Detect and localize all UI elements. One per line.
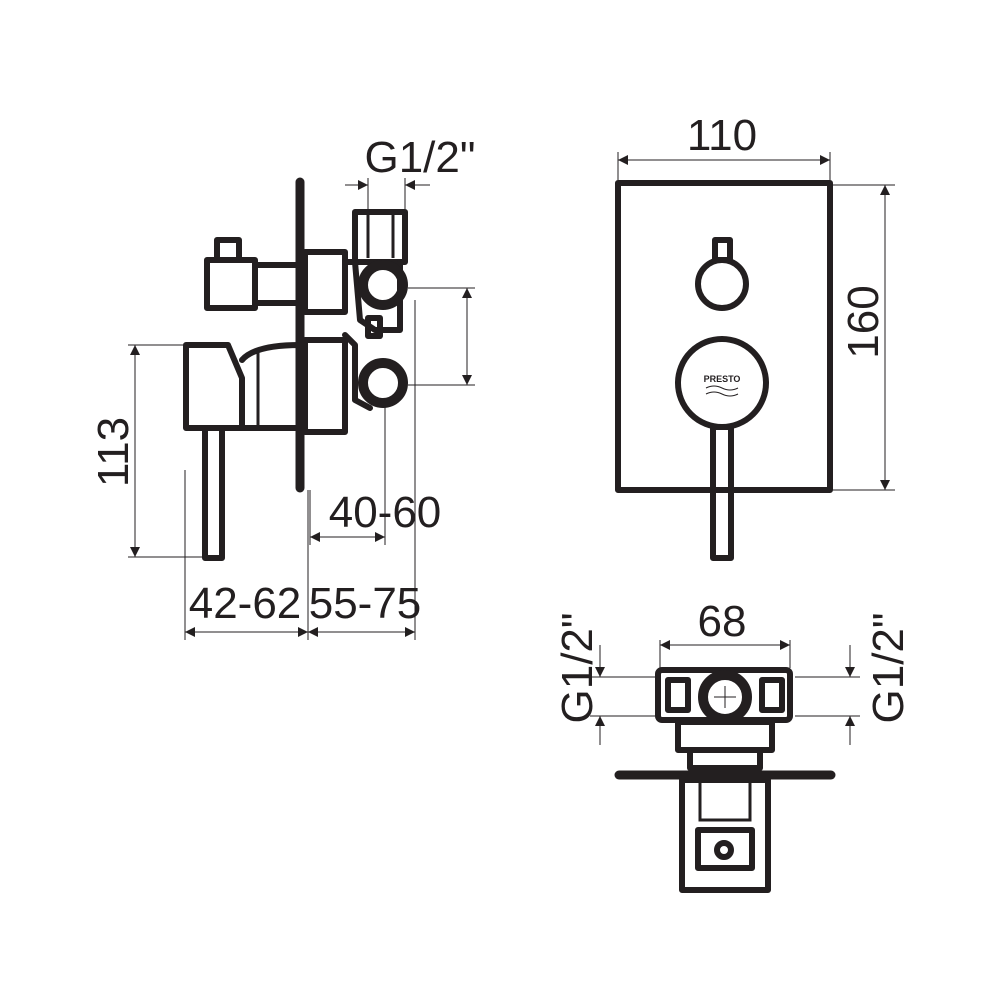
logo-waves: [705, 385, 739, 397]
height-label-113: 113: [89, 417, 138, 487]
valve-body: [302, 209, 408, 435]
front-view: PRESTO 110 160: [615, 111, 895, 561]
lever-front: [710, 424, 734, 561]
left-thread-label: G1/2": [553, 612, 602, 723]
top-view: 68 G1/2" G1/2": [553, 597, 913, 893]
cover-plate: [615, 180, 833, 493]
thread-label: G1/2": [364, 133, 475, 182]
side-view: G1/2" 113 40-60 42-62 55-75: [89, 133, 476, 640]
handle-projection-label: 42-62: [189, 579, 302, 628]
lever-handle: [183, 342, 303, 561]
right-thread-label: G1/2": [864, 612, 913, 723]
diverter-knob: [204, 237, 303, 311]
side-dimensions: G1/2" 113 40-60 42-62 55-75: [89, 133, 476, 640]
diverter-knob-front: [695, 257, 749, 311]
body-depth-label: 55-75: [309, 579, 422, 628]
width-label-68: 68: [698, 597, 747, 646]
diverter-cap: [712, 237, 733, 263]
brand-logo: PRESTO: [704, 374, 741, 384]
depth-label-40-60: 40-60: [329, 488, 442, 537]
width-label-110: 110: [687, 111, 757, 160]
height-label-160: 160: [839, 285, 888, 358]
